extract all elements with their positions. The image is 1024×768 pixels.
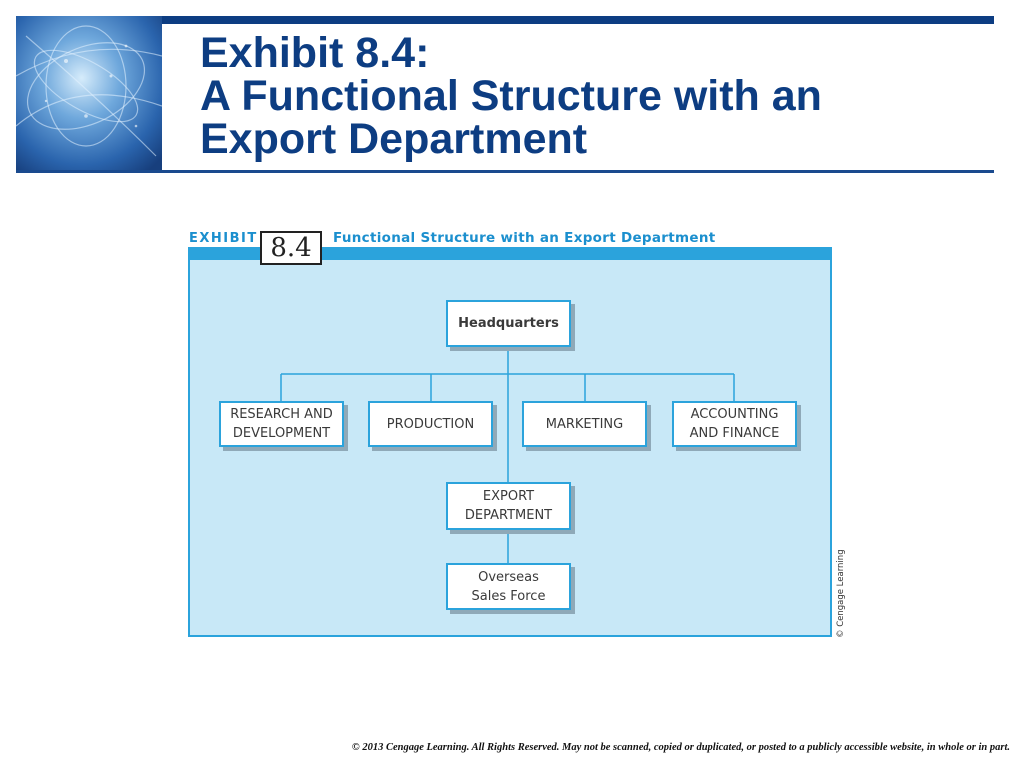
accounting-finance-label: ACCOUNTING AND FINANCE [689,407,780,441]
research-development-label: RESEARCH AND DEVELOPMENT [230,407,333,441]
marketing-box: MARKETING [522,401,647,447]
production-box: PRODUCTION [368,401,493,447]
production-label: PRODUCTION [386,416,475,432]
slide-title-line-3: Export Department [200,115,588,163]
overseas-sales-force-box: Overseas Sales Force [446,563,571,610]
exhibit-caption: Functional Structure with an Export Depa… [333,230,716,246]
headquarters-label: Headquarters [458,316,559,331]
export-department-label: EXPORT DEPARTMENT [464,489,553,523]
research-development-box: RESEARCH AND DEVELOPMENT [219,401,344,447]
slide-title-line-2: A Functional Structure with an [200,72,822,120]
overseas-sales-force-label: Overseas Sales Force [471,569,546,604]
export-department-box: EXPORT DEPARTMENT [446,482,571,530]
copyright-footer: © 2013 Cengage Learning. All Rights Rese… [351,742,1010,753]
header-divider [16,170,994,173]
accounting-finance-box: ACCOUNTING AND FINANCE [672,401,797,447]
exhibit-number-box: 8.4 [260,231,322,265]
exhibit-number: 8.4 [270,233,312,263]
header-top-bar [162,16,994,24]
slide-title-line-1: Exhibit 8.4: [200,29,430,77]
header-logo-image [16,16,162,171]
slide-title: Exhibit 8.4: A Functional Structure with… [200,32,822,161]
marketing-label: MARKETING [545,416,624,432]
headquarters-box: Headquarters [446,300,571,347]
exhibit-label: EXHIBIT [189,231,258,246]
